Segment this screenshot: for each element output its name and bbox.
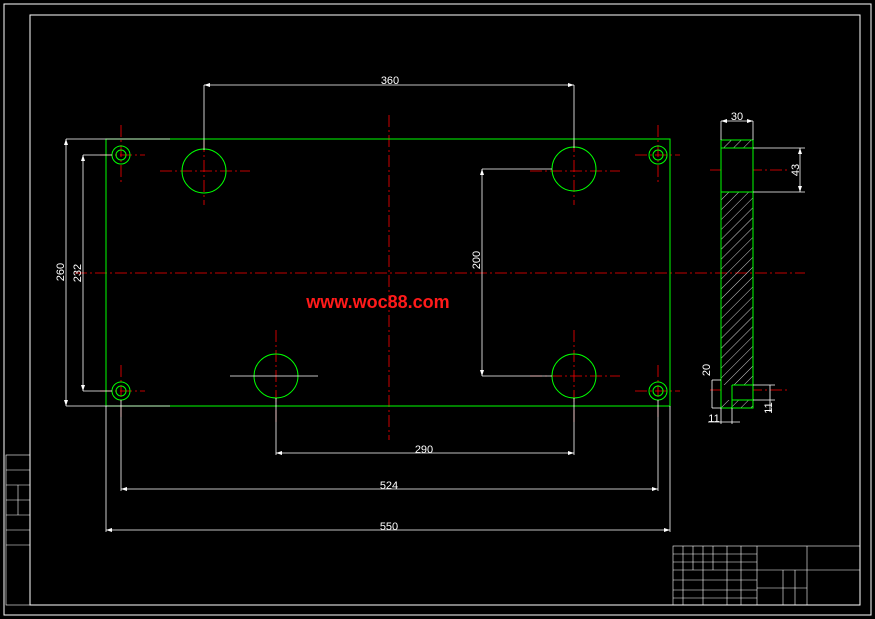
- centerlines: [75, 115, 805, 440]
- dim-11-height: 11: [763, 402, 775, 413]
- inner-border: [29, 14, 861, 606]
- side-view: [720, 139, 754, 409]
- mounting-hole-top-right: [648, 145, 668, 165]
- left-binding-strip: [5, 454, 31, 606]
- side-plate-outline: [720, 139, 754, 409]
- watermark-text: www.woc88.com: [305, 292, 449, 312]
- outer-border: [3, 3, 872, 616]
- plate-outline: [105, 138, 671, 407]
- dim-360: 360: [381, 75, 399, 87]
- dim-30: 30: [731, 111, 743, 123]
- dim-20: 20: [701, 364, 713, 376]
- dim-232: 232: [72, 264, 84, 282]
- title-block: [672, 545, 861, 606]
- dim-260: 260: [55, 263, 67, 281]
- dim-524: 524: [380, 480, 398, 492]
- dimension-arrows: [64, 83, 802, 532]
- dim-11-width: 11: [708, 413, 719, 425]
- dim-290: 290: [415, 444, 433, 456]
- dimension-lines: [65, 84, 805, 532]
- dim-200: 200: [471, 251, 483, 269]
- dim-550: 550: [380, 521, 398, 533]
- drawing-frame: [3, 3, 872, 616]
- dim-43: 43: [790, 164, 802, 176]
- front-view: [105, 138, 671, 407]
